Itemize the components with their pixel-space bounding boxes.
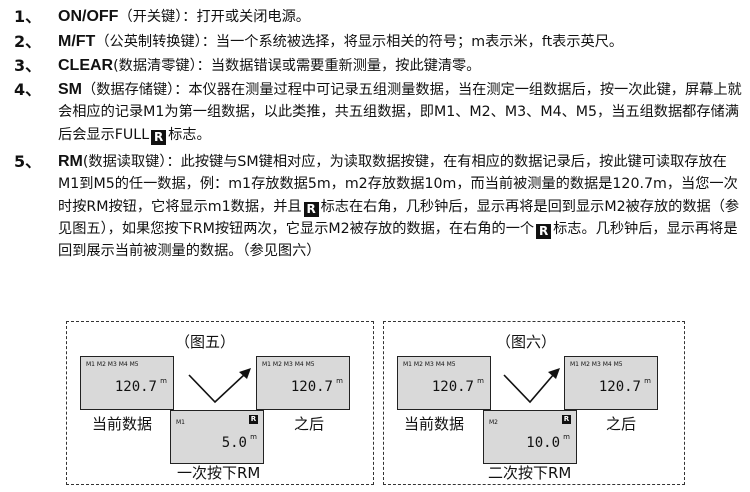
caption-after: 之后 <box>606 415 637 433</box>
caption-current: 当前数据 <box>92 415 153 433</box>
item-description: (数据清零键）：当数据错误或需要重新测量，按此键清零。 <box>113 58 481 74</box>
item-description: （开关键）：打开或关闭电源。 <box>118 9 310 25</box>
memory-indicators: M2 <box>489 419 498 426</box>
key-name: CLEAR <box>58 57 114 74</box>
r-flag-icon: R <box>151 129 167 145</box>
memory-indicators: M1 <box>176 419 185 426</box>
lcd-unit: m <box>644 377 651 385</box>
item-description: （公英制转换键）：当一个系统被选择，将显示相关的符号；m表示米，ft表示英尺。 <box>95 34 624 50</box>
lcd-unit: m <box>336 377 343 385</box>
lcd-after: M1 M2 M3 M4 M5 120.7 m <box>564 356 658 410</box>
lcd-press-once: M1 R 5.0 m <box>170 410 264 464</box>
item-number: 4、 <box>14 80 42 99</box>
list-item-sm: 4、 SM（数据存储键）：本仪器在测量过程中可记录五组测量数据，当在测定一组数据… <box>14 79 742 146</box>
caption-current: 当前数据 <box>404 415 465 433</box>
arrow-icon <box>188 368 251 404</box>
item-description: (数据读取键）：此按键与SM键相对应，为读取数据按键，在有相应的数据记录后，按此… <box>58 154 738 215</box>
lcd-value: 120.7 <box>290 379 333 395</box>
figure-title: （图五） <box>175 333 236 351</box>
r-flag-icon: R <box>249 415 258 424</box>
list-item-on-off: 1、 ON/OFF（开关键）：打开或关闭电源。 <box>14 6 742 28</box>
list-item-rm: 5、 RM(数据读取键）：此按键与SM键相对应，为读取数据按键，在有相应的数据记… <box>14 151 742 262</box>
key-name: SM <box>58 81 82 98</box>
lcd-press-twice: M2 R 10.0 m <box>483 410 577 464</box>
list-item-m-ft: 2、 M/FT（公英制转换键）：当一个系统被选择，将显示相关的符号；m表示米，f… <box>14 31 742 53</box>
memory-indicators: M1 M2 M3 M4 M5 <box>570 361 623 368</box>
key-name: ON/OFF <box>58 8 119 25</box>
key-name: RM <box>58 153 83 170</box>
lcd-after: M1 M2 M3 M4 M5 120.7 m <box>256 356 350 410</box>
lcd-value: 120.7 <box>114 379 157 395</box>
memory-indicators: M1 M2 M3 M4 M5 <box>86 361 139 368</box>
lcd-unit: m <box>160 377 167 385</box>
arrow-icon <box>503 368 560 404</box>
lcd-current: M1 M2 M3 M4 M5 120.7 m <box>397 356 491 410</box>
item-description: （数据存储键）：本仪器在测量过程中可记录五组测量数据，当在测定一组数据后，按一次… <box>58 82 742 143</box>
list-item-clear: 3、 CLEAR(数据清零键）：当数据错误或需要重新测量，按此键清零。 <box>14 55 742 77</box>
item-number: 2、 <box>14 32 42 51</box>
item-number: 1、 <box>14 7 42 26</box>
key-name: M/FT <box>58 33 96 50</box>
r-flag-icon: R <box>303 201 319 217</box>
caption-after: 之后 <box>294 415 325 433</box>
item-description-end: 标志。几秒钟后，显示再将是回到展示当前被测量的数据。（参见图六） <box>58 220 738 260</box>
memory-indicators: M1 M2 M3 M4 M5 <box>403 361 456 368</box>
caption-press: 一次按下RM <box>177 464 261 482</box>
lcd-unit: m <box>250 433 257 441</box>
item-number: 3、 <box>14 56 42 75</box>
figure-six: （图六） M1 M2 M3 M4 M5 120.7 m M1 M2 M3 M4 … <box>383 321 685 485</box>
lcd-unit: m <box>563 433 570 441</box>
lcd-unit: m <box>477 377 484 385</box>
lcd-value: 5.0 <box>221 435 247 451</box>
figure-title: （图六） <box>496 333 557 351</box>
item-number: 5、 <box>14 152 42 171</box>
lcd-value: 10.0 <box>526 435 560 451</box>
lcd-value: 120.7 <box>598 379 641 395</box>
memory-indicators: M1 M2 M3 M4 M5 <box>262 361 315 368</box>
item-description-middle: 标志在右角，几秒钟后，显示再将是回到显示M2被存放的数据（参见图五），如果您按下… <box>58 198 740 237</box>
lcd-current: M1 M2 M3 M4 M5 120.7 m <box>80 356 174 410</box>
caption-press: 二次按下RM <box>488 464 572 482</box>
figure-five: （图五） M1 M2 M3 M4 M5 120.7 m M1 M2 M3 M4 … <box>66 321 374 485</box>
r-flag-icon: R <box>536 223 552 239</box>
item-description-end: 标志。 <box>168 126 211 143</box>
r-flag-icon: R <box>562 415 571 424</box>
lcd-value: 120.7 <box>431 379 474 395</box>
